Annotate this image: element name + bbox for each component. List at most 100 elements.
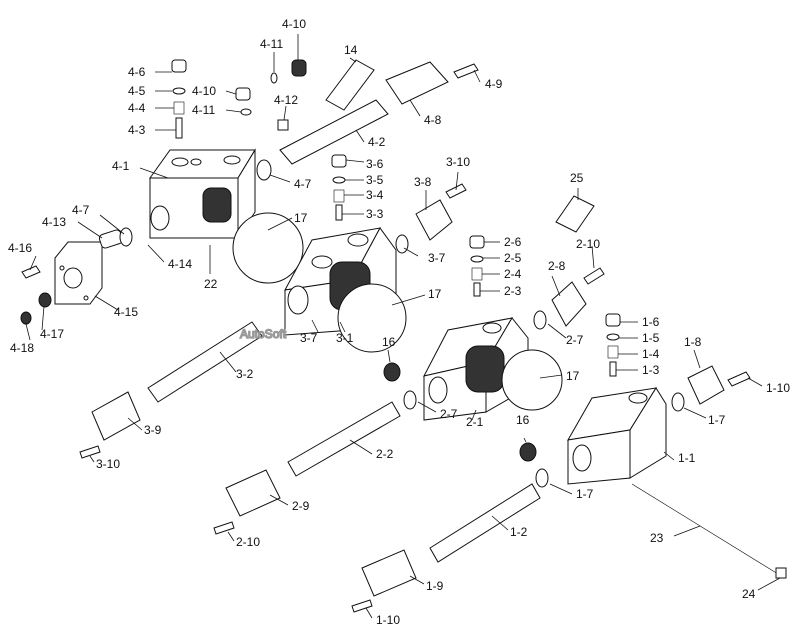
body-1-1-bore: [572, 444, 592, 472]
bolt-2-10b: [213, 521, 235, 535]
label-4-9: 4-9: [485, 77, 503, 91]
label-3-3: 3-3: [366, 207, 384, 221]
label-1-7: 1-7: [576, 487, 594, 501]
label-3-2: 3-2: [236, 367, 254, 381]
plug-3-6: [331, 154, 347, 168]
label-1-5: 1-5: [642, 331, 660, 345]
poppet-2-3: [473, 282, 481, 297]
body-2-1-bore: [428, 376, 448, 404]
body-2-1-port: [482, 322, 502, 334]
nut-4-17: [38, 292, 52, 308]
spool-2-2: [287, 401, 401, 477]
body-4-1-port: [190, 158, 202, 166]
label-2-4: 2-4: [504, 267, 522, 281]
cap-1-9: [361, 549, 417, 597]
o-ring-4-11-top: [270, 72, 278, 84]
cap-2-9: [225, 469, 281, 517]
part-25: [555, 195, 595, 233]
label-4-10: 4-10: [282, 17, 306, 31]
poppet-3-3: [335, 204, 343, 221]
label-3-5: 3-5: [366, 173, 384, 187]
label-4-1: 4-1: [112, 159, 130, 173]
plug-4-10: [235, 87, 251, 101]
o-ring-4-5: [172, 87, 186, 95]
label-4-17: 4-17: [40, 327, 64, 341]
label-4-10: 4-10: [192, 84, 216, 98]
label-4-11: 4-11: [192, 103, 215, 117]
label-16: 16: [516, 413, 530, 427]
label-4-7: 4-7: [294, 177, 312, 191]
bolt-4-16: [21, 265, 41, 279]
valve-section-1: [351, 313, 787, 613]
body-4-1-side: [237, 148, 256, 240]
o-ring-3-7: [395, 234, 409, 254]
label-2-5: 2-5: [504, 251, 522, 265]
cover-bolt-hole: [83, 295, 89, 301]
cover-4-15-bore: [63, 267, 83, 289]
label-1-8: 1-8: [684, 335, 702, 349]
seal-plate-17: [232, 212, 304, 284]
o-ring-2-5: [470, 255, 484, 263]
label-17: 17: [294, 211, 308, 225]
label-3-1: 3-1: [336, 331, 354, 345]
body-4-1-port: [223, 155, 241, 165]
label-2-7: 2-7: [566, 333, 584, 347]
label-16: 16: [382, 335, 396, 349]
o-ring-1-5: [606, 333, 620, 341]
label-3-4: 3-4: [366, 188, 384, 202]
label-1-10: 1-10: [376, 613, 400, 627]
body-1-1-port: [628, 392, 648, 404]
cap-4-8: [385, 61, 449, 105]
bolt-4-9: [453, 63, 479, 79]
spring-2-4: [471, 267, 483, 281]
label-4-12: 4-12: [274, 93, 298, 107]
label-1-7: 1-7: [708, 413, 726, 427]
valve-section-4: [20, 59, 479, 325]
cover-bolt-hole: [59, 265, 65, 271]
body-3-1-port: [311, 255, 333, 269]
watermark: AutoSoft: [240, 327, 287, 341]
label-1-10: 1-10: [766, 381, 790, 395]
label-2-6: 2-6: [504, 235, 522, 249]
label-17: 17: [566, 369, 580, 383]
label-4-6: 4-6: [128, 65, 146, 79]
label-4-8: 4-8: [424, 113, 442, 127]
label-17: 17: [428, 287, 442, 301]
body-4-1-port: [171, 157, 189, 167]
label-4-14: 4-14: [168, 257, 192, 271]
label-1-2: 1-2: [510, 525, 528, 539]
o-ring-4-7b: [256, 159, 272, 181]
bolt-3-10b: [79, 445, 101, 459]
o-ring-1-7: [671, 392, 685, 412]
body-4-1-bore: [150, 205, 170, 231]
label-23: 23: [650, 531, 664, 545]
label-4-13: 4-13: [42, 215, 66, 229]
label-2-2: 2-2: [376, 447, 394, 461]
label-25: 25: [570, 171, 584, 185]
label-2-7: 2-7: [440, 407, 458, 421]
label-3-7: 3-7: [300, 331, 318, 345]
label-2-8: 2-8: [548, 259, 566, 273]
plug-4-6: [171, 59, 187, 73]
o-ring-1-7b: [535, 468, 549, 488]
label-3-10: 3-10: [96, 457, 120, 471]
body-1-1-side: [629, 387, 667, 479]
label-1-6: 1-6: [642, 315, 660, 329]
bolt-2-10: [583, 267, 605, 285]
leader-lines: [25, 34, 781, 619]
valve-section-3: [79, 154, 467, 459]
poppet-1-3: [609, 361, 617, 377]
label-4-15: 4-15: [114, 305, 138, 319]
seal-plate-17c: [501, 349, 563, 411]
spring-4-4: [173, 101, 185, 115]
cap-3-9: [91, 391, 141, 441]
label-14: 14: [344, 43, 358, 57]
label-3-8: 3-8: [414, 175, 432, 189]
label-1-9: 1-9: [426, 579, 444, 593]
bolt-1-10: [727, 371, 751, 387]
body-4-1-top: [149, 149, 256, 179]
plug-2-6: [469, 235, 485, 249]
o-ring-2-7: [533, 310, 547, 330]
bolt-3-10: [445, 183, 467, 199]
